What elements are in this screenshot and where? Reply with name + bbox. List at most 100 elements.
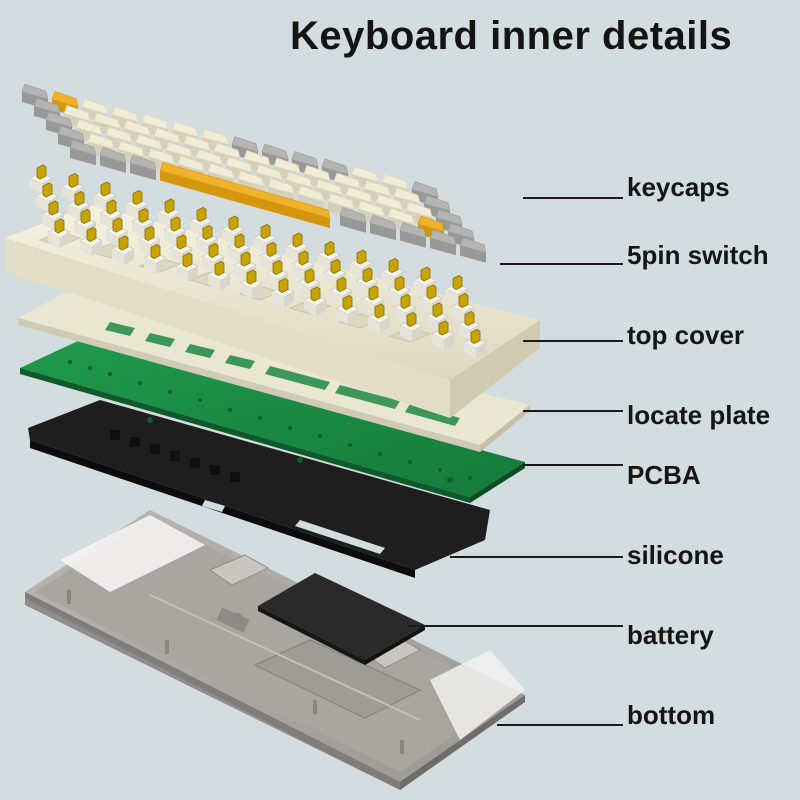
- keycap-side: [460, 245, 486, 263]
- switch-housing-side: [464, 342, 476, 359]
- switch-stem: [266, 242, 277, 257]
- leader-line-top-cover: [523, 340, 623, 342]
- keycap-top: [243, 149, 271, 167]
- keycap-side: [400, 230, 426, 248]
- switch-housing-side: [292, 264, 304, 280]
- switch-housing-side: [272, 291, 284, 308]
- keycap-top: [291, 150, 319, 168]
- keycap-side: [70, 148, 96, 166]
- switch-housing-side: [112, 249, 124, 265]
- keycap-top: [363, 179, 391, 197]
- locate-plate-layer: [18, 290, 530, 452]
- switch: [239, 269, 263, 299]
- switch-stem: [214, 261, 225, 276]
- pcba-board: [20, 340, 525, 503]
- switch-housing-side: [426, 316, 438, 332]
- switch-housing-front: [444, 334, 454, 350]
- switch-housing-side: [42, 214, 54, 230]
- keycap-top: [231, 135, 259, 153]
- switch: [79, 227, 103, 257]
- keycap-top: [333, 172, 361, 189]
- battery-pack: [258, 573, 425, 665]
- leader-line-locate-plate: [523, 410, 623, 412]
- switch-housing-side: [368, 317, 380, 333]
- leader-line-silicone: [450, 556, 623, 558]
- keycap-top: [135, 133, 163, 151]
- label-keycaps: keycaps: [627, 172, 730, 202]
- keycap-top: [327, 192, 355, 210]
- switch-stem: [118, 235, 129, 251]
- switch-housing-side: [382, 271, 394, 288]
- switch-stem: [438, 320, 449, 336]
- keycap-top: [63, 104, 91, 122]
- keycap: [129, 154, 157, 181]
- switch-housing-side: [298, 282, 310, 298]
- keycap-top: [393, 187, 421, 204]
- switch-stem: [272, 260, 283, 275]
- switch-stem: [470, 329, 481, 344]
- switch-stem: [196, 207, 207, 222]
- switch-housing-side: [432, 334, 444, 350]
- keycap-top: [369, 214, 397, 231]
- switch-stem: [298, 250, 309, 266]
- switch-housing-front: [124, 249, 134, 265]
- switch-housing-side: [100, 213, 112, 229]
- switch-stem: [138, 208, 149, 223]
- switch: [463, 329, 487, 359]
- keycaps-layer: [21, 83, 487, 263]
- keycap-top: [417, 215, 445, 232]
- keycap-top: [345, 186, 373, 203]
- switch-housing-side: [336, 308, 348, 325]
- keycap-top: [399, 221, 427, 239]
- keycap-side: [160, 170, 330, 229]
- switches-layer: [29, 164, 487, 359]
- leader-line-bottom: [497, 724, 623, 726]
- keycap-top: [33, 97, 61, 114]
- keycap-top: [381, 173, 409, 190]
- switch-stem: [304, 268, 315, 284]
- switch-housing-side: [176, 266, 188, 282]
- keycap-top: [297, 185, 325, 202]
- label-top-cover: top cover: [627, 320, 745, 350]
- switch: [207, 261, 231, 291]
- switch-housing-side: [414, 280, 426, 296]
- switch-housing-side: [452, 306, 464, 323]
- switch-housing-side: [362, 299, 374, 315]
- keycap-top: [159, 162, 331, 219]
- switch-housing-side: [446, 288, 458, 305]
- keycap-top: [57, 125, 85, 142]
- switch-stem: [388, 258, 399, 273]
- switch-stem: [464, 311, 475, 326]
- switch: [335, 295, 359, 325]
- switch-housing-front: [316, 300, 326, 316]
- keycap-top: [153, 127, 181, 144]
- switch-housing-side: [80, 240, 92, 257]
- switch-housing-side: [208, 274, 220, 291]
- switch-housing-side: [164, 230, 176, 246]
- keycap-top: [447, 222, 475, 240]
- switch-stem: [458, 293, 469, 308]
- switch-housing-side: [266, 273, 278, 290]
- switch-housing-side: [144, 257, 156, 274]
- switch-housing-side: [132, 221, 144, 238]
- keycap-top: [411, 180, 439, 198]
- switch-stem: [48, 200, 59, 216]
- switch-stem: [208, 243, 219, 258]
- switch-housing-side: [126, 203, 138, 220]
- switch-housing-front: [252, 283, 262, 299]
- switch-stem: [406, 312, 417, 327]
- keycap-top: [99, 146, 127, 164]
- keycap: [99, 146, 127, 173]
- switch-housing-side: [190, 220, 202, 237]
- switch-stem: [176, 234, 187, 250]
- keycap-top: [207, 162, 235, 180]
- switch-stem: [420, 266, 431, 282]
- switch-housing-side: [48, 232, 60, 248]
- keycap-side: [370, 223, 396, 241]
- keycap-side: [340, 215, 366, 233]
- switch: [271, 278, 295, 308]
- keycap-top: [195, 148, 223, 166]
- keycap-top: [75, 118, 103, 136]
- switch-housing-side: [228, 247, 240, 263]
